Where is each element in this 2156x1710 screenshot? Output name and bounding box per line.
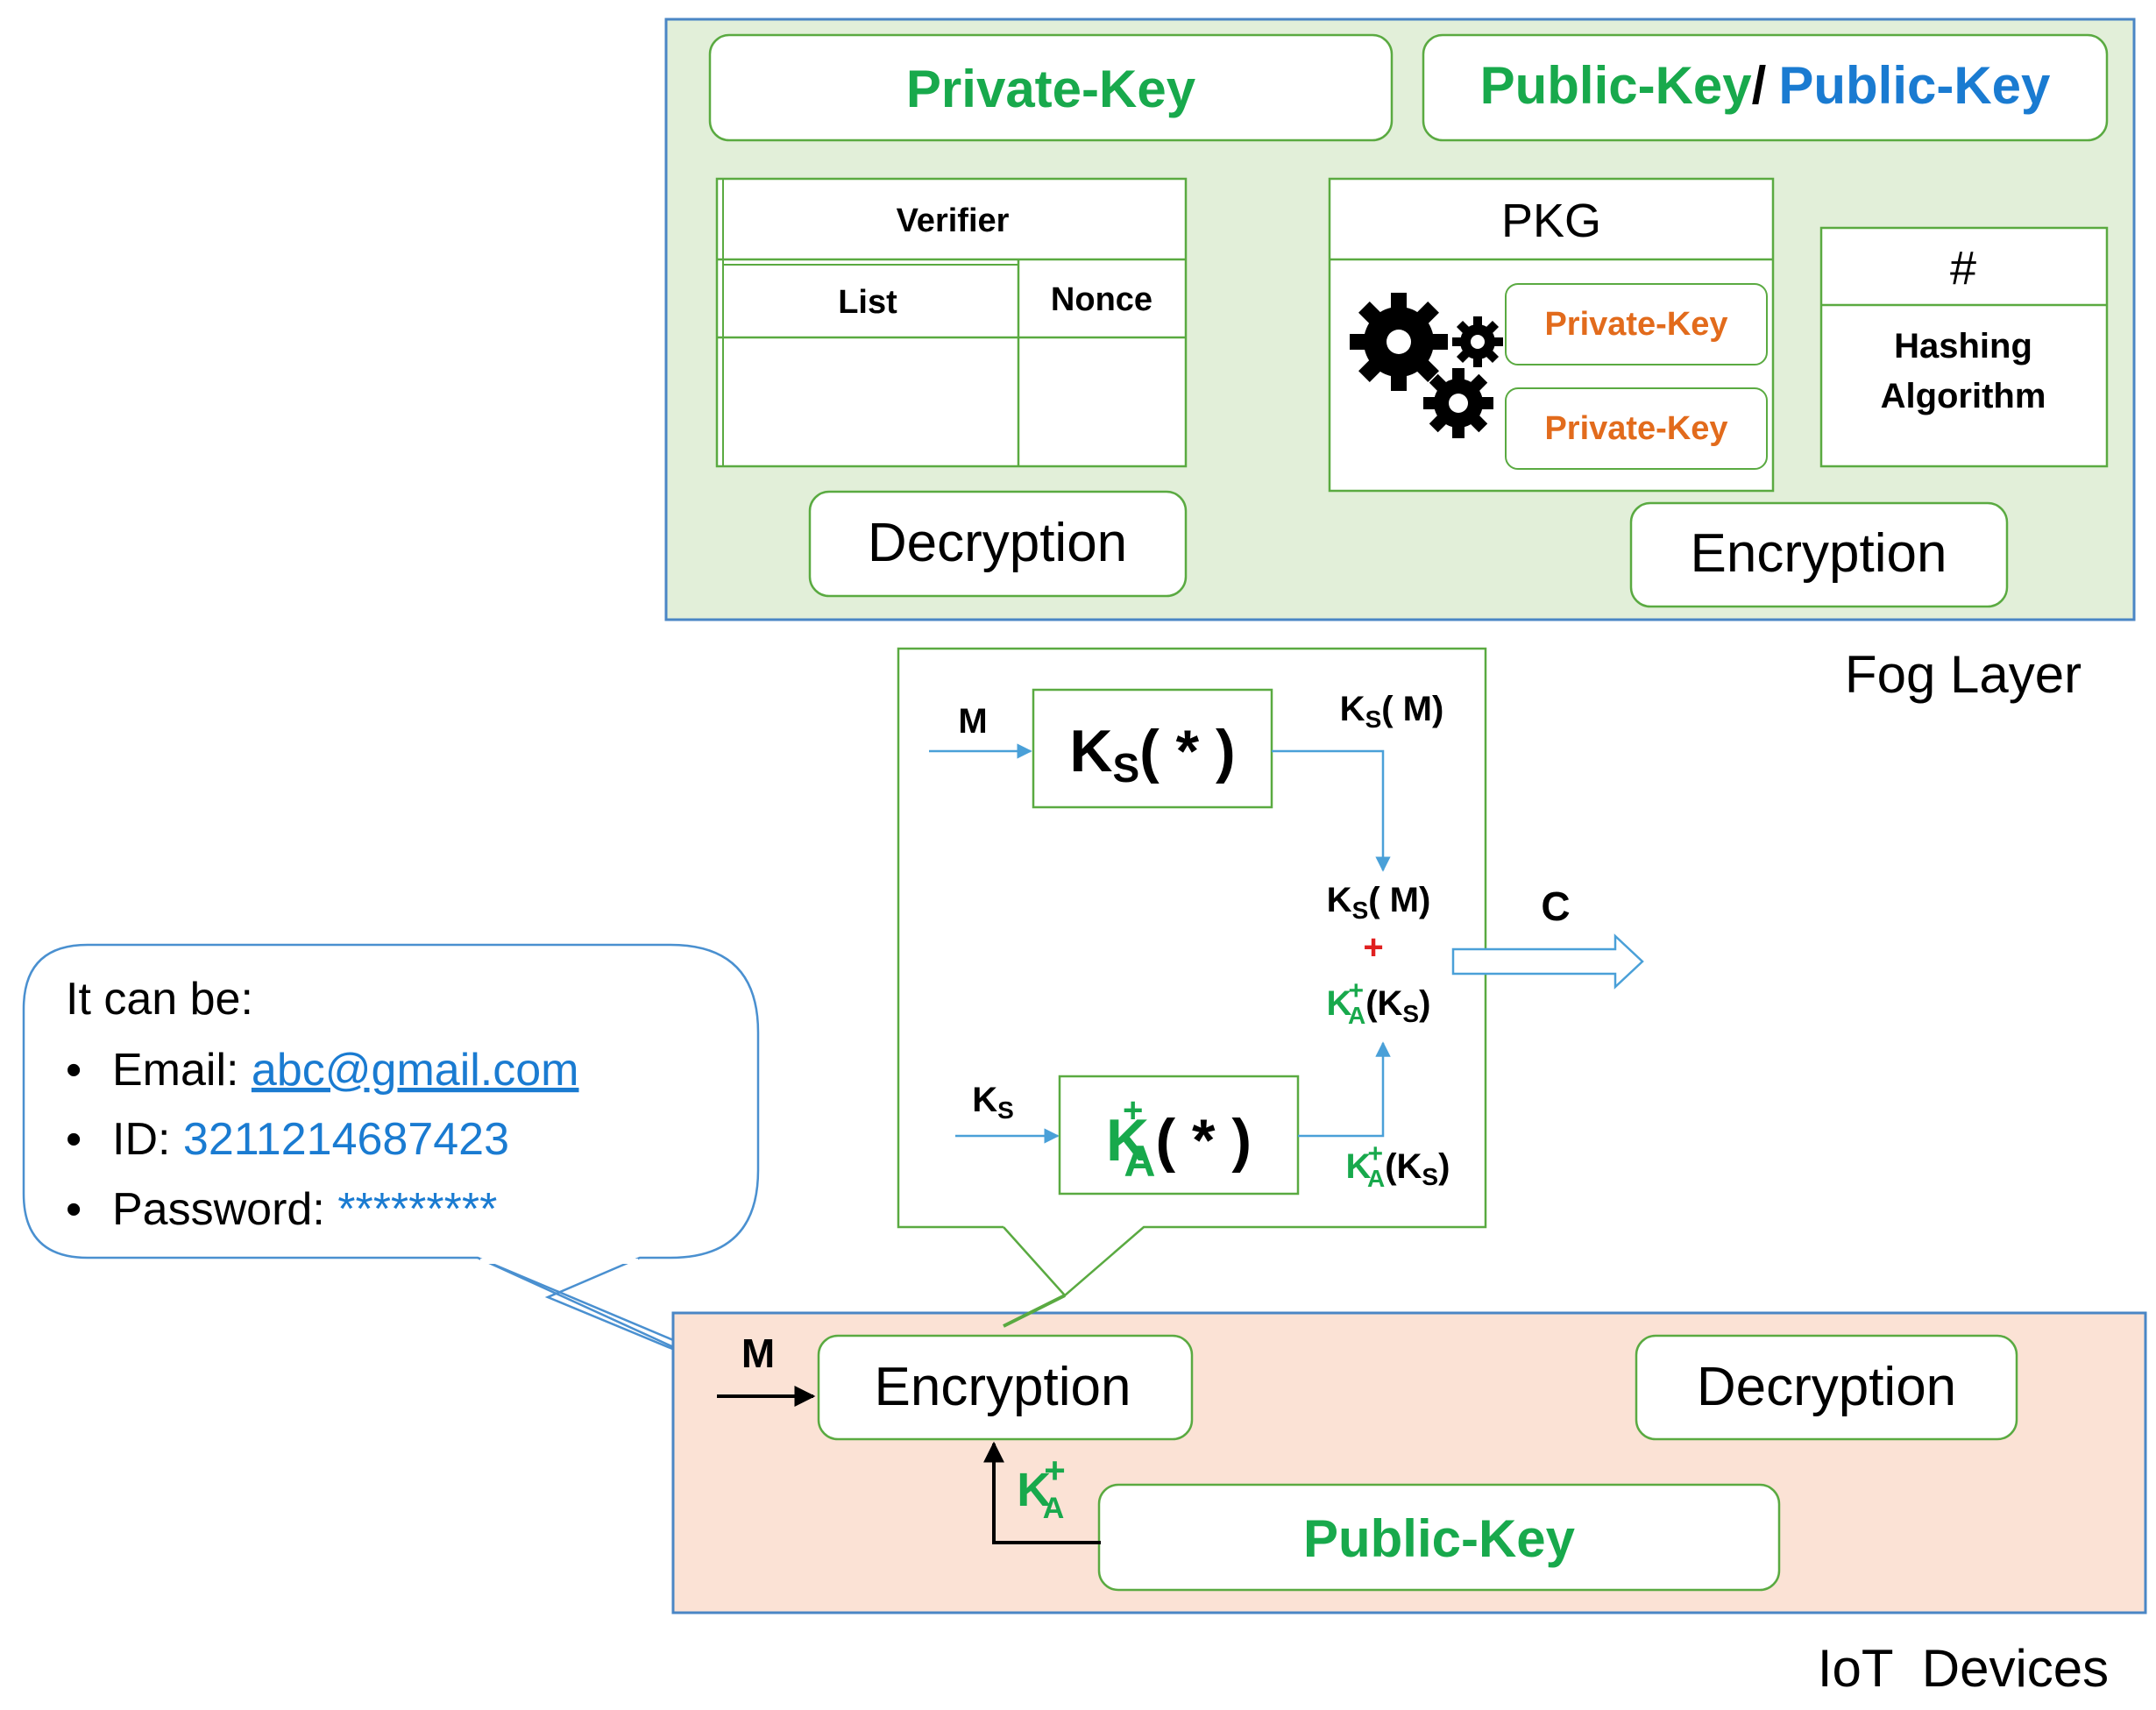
detail-ks-input-label: KS bbox=[972, 1081, 1014, 1124]
email-link[interactable]: abc@gmail.com bbox=[252, 1045, 579, 1096]
pkg-title: PKG bbox=[1501, 195, 1601, 247]
fog-layer: Private-Key Public-Key/Public-Key Verifi… bbox=[664, 18, 2136, 621]
combine-line-1: KS( M) bbox=[1327, 881, 1431, 924]
callout-bullet: • bbox=[66, 1114, 82, 1165]
fog-private-key-box[interactable]: Private-Key bbox=[708, 33, 1394, 142]
fog-private-key-label: Private-Key bbox=[906, 60, 1196, 118]
iot-ka-label: K+A bbox=[1017, 1450, 1066, 1525]
iot-layer: M Encryption Decryption Public-Key K+A bbox=[671, 1294, 2147, 1614]
callout-bubble bbox=[22, 943, 760, 1373]
ka-function-label: K+A( * ) bbox=[1106, 1091, 1252, 1186]
password-value: ********* bbox=[337, 1184, 497, 1235]
ka-function-box: K+A( * ) bbox=[1058, 1075, 1300, 1196]
callout-item-email: • Email: abc@gmail.com bbox=[66, 1045, 579, 1096]
c-output-arrow bbox=[1451, 933, 1644, 990]
verifier-nonce-header: Nonce bbox=[1051, 281, 1152, 318]
iot-encryption-button[interactable]: Encryption bbox=[817, 1334, 1194, 1441]
pkg-private-key-1[interactable]: Private-Key bbox=[1505, 283, 1768, 365]
callout-item-id: • ID: 3211214687423 bbox=[66, 1114, 509, 1165]
ka-to-combine-arrow bbox=[1298, 1041, 1391, 1138]
fog-public-key-box[interactable]: Public-Key/Public-Key bbox=[1422, 33, 2109, 142]
identity-callout: It can be: • Email: abc@gmail.com • ID: … bbox=[22, 943, 760, 1373]
callout-email-text: Email: abc@gmail.com bbox=[112, 1045, 579, 1096]
ks-output-label: KS( M) bbox=[1340, 690, 1444, 733]
public-key-green: Public-Key bbox=[1480, 56, 1753, 115]
verifier-table: Verifier List Nonce bbox=[715, 177, 1188, 468]
verifier-list-header: List bbox=[838, 284, 897, 321]
iot-encryption-label: Encryption bbox=[875, 1357, 1131, 1417]
fog-layer-label: Fog Layer bbox=[1845, 645, 2082, 704]
id-value: 3211214687423 bbox=[183, 1114, 509, 1165]
public-key-blue: Public-Key bbox=[1778, 56, 2051, 115]
iot-layer-label: IoT Devices bbox=[1818, 1639, 2109, 1698]
detail-link-line bbox=[1003, 1294, 1066, 1328]
combine-plus: + bbox=[1363, 928, 1383, 967]
fog-public-key-label: Public-Key/Public-Key bbox=[1480, 56, 2051, 115]
iot-public-key-box[interactable]: Public-Key bbox=[1097, 1483, 1781, 1592]
callout-bullet: • bbox=[66, 1184, 82, 1235]
callout-id-text: ID: 3211214687423 bbox=[112, 1114, 509, 1165]
hashing-algorithm-box: # Hashing Algorithm bbox=[1819, 226, 2109, 468]
pkg-private-key-1-label: Private-Key bbox=[1544, 306, 1727, 343]
combine-line-2: K+A(KS) bbox=[1327, 976, 1431, 1029]
iot-m-input-label: M bbox=[741, 1330, 775, 1376]
callout-heading: It can be: bbox=[66, 974, 253, 1025]
fog-decryption-label: Decryption bbox=[868, 513, 1127, 573]
pkg-private-key-2[interactable]: Private-Key bbox=[1505, 387, 1768, 470]
callout-password-text: Password: ********* bbox=[112, 1184, 497, 1235]
fog-encryption-label: Encryption bbox=[1691, 523, 1947, 584]
ks-function-box: KS( * ) bbox=[1032, 688, 1273, 809]
callout-item-password: • Password: ********* bbox=[66, 1184, 497, 1235]
pkg-private-key-2-label: Private-Key bbox=[1544, 410, 1727, 447]
iot-decryption-button[interactable]: Decryption bbox=[1635, 1334, 2018, 1441]
encryption-detail: M KS( * ) KS( M) KS( M) + K+A(KS) C KS K… bbox=[897, 647, 1644, 1297]
public-key-to-encryption-arrow bbox=[983, 1441, 1101, 1544]
ks-function-label: KS( * ) bbox=[1069, 718, 1235, 791]
fog-decryption-button[interactable]: Decryption bbox=[808, 490, 1188, 598]
c-output-label: C bbox=[1541, 883, 1570, 929]
detail-m-input-label: M bbox=[958, 702, 987, 741]
pkg-box: PKG bbox=[1328, 177, 1775, 493]
hash-line-2: Algorithm bbox=[1881, 377, 2046, 415]
iot-decryption-label: Decryption bbox=[1697, 1357, 1956, 1417]
verifier-title: Verifier bbox=[897, 202, 1010, 239]
hash-line-1: Hashing bbox=[1894, 327, 2032, 365]
callout-bullet: • bbox=[66, 1045, 82, 1096]
public-key-separator: / bbox=[1752, 56, 1767, 115]
fog-encryption-button[interactable]: Encryption bbox=[1629, 501, 2009, 608]
hash-symbol: # bbox=[1950, 242, 1976, 294]
ka-output-label: K+A(KS) bbox=[1346, 1139, 1450, 1192]
ks-to-combine-arrow bbox=[1272, 749, 1391, 872]
iot-public-key-label: Public-Key bbox=[1303, 1509, 1576, 1568]
combine-block: KS( M) + K+A(KS) bbox=[1327, 881, 1431, 1029]
